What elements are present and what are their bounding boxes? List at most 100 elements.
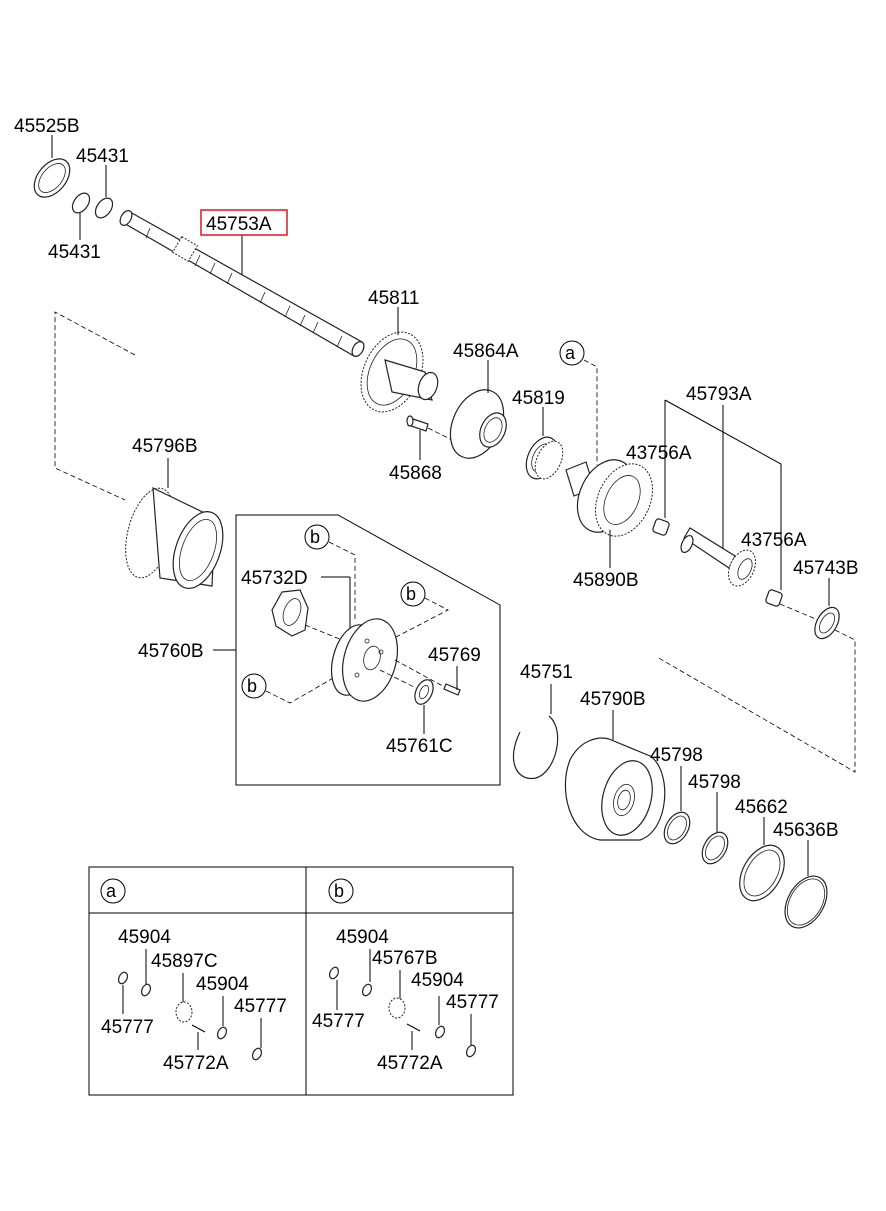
part-label-45732D[interactable]: 45732D bbox=[241, 568, 308, 589]
part-label-45743B[interactable]: 45743B bbox=[793, 558, 859, 579]
part-label-45811[interactable]: 45811 bbox=[368, 288, 419, 309]
part-label-45819[interactable]: 45819 bbox=[512, 388, 565, 409]
part-label-45753A[interactable]: 45753A bbox=[206, 214, 272, 235]
part-seal-ring-45798-b[interactable] bbox=[697, 828, 733, 868]
part-oil-seal-45525B[interactable] bbox=[27, 152, 77, 204]
part-label-45890B[interactable]: 45890B bbox=[573, 570, 639, 591]
assembly-line bbox=[54, 311, 136, 501]
leader-line bbox=[583, 359, 598, 465]
part-seal-ring-45798-a[interactable] bbox=[659, 808, 695, 848]
part-bolt-45868[interactable] bbox=[406, 415, 429, 432]
part-seal-ring-45431-b[interactable] bbox=[92, 195, 116, 221]
part-carrier-plate-45732D[interactable] bbox=[271, 589, 309, 637]
part-label-45662[interactable]: 45662 bbox=[735, 797, 788, 818]
detail-b-label-45904-1[interactable]: 45904 bbox=[336, 927, 389, 948]
detail-b-thrust-washer[interactable] bbox=[328, 966, 340, 980]
detail-a-thrust-washer[interactable] bbox=[251, 1047, 263, 1061]
part-label-45431-upper[interactable]: 45431 bbox=[76, 146, 129, 167]
assembly-line bbox=[427, 427, 453, 441]
detail-b-washer[interactable] bbox=[361, 983, 373, 997]
part-label-43756A-upper[interactable]: 43756A bbox=[626, 443, 692, 464]
detail-ref-label-a: a bbox=[106, 881, 117, 901]
reference-label-b: b bbox=[406, 584, 416, 604]
part-driven-gear-45811[interactable] bbox=[349, 322, 441, 422]
part-label-45636B[interactable]: 45636B bbox=[773, 820, 839, 841]
detail-header-b: b bbox=[328, 878, 354, 904]
part-snap-ring-45751[interactable] bbox=[512, 715, 559, 779]
reference-label-a: a bbox=[565, 343, 576, 363]
reference-callout-b-top[interactable]: b bbox=[304, 524, 330, 550]
detail-a-pinion-gear[interactable] bbox=[175, 1001, 193, 1023]
detail-b-label-45772A[interactable]: 45772A bbox=[377, 1053, 443, 1074]
assembly-line bbox=[304, 624, 343, 641]
assembly-line bbox=[265, 676, 336, 704]
part-label-45790B[interactable]: 45790B bbox=[580, 689, 646, 710]
detail-b-washer[interactable] bbox=[434, 1025, 446, 1039]
part-label-45864A[interactable]: 45864A bbox=[453, 341, 519, 362]
part-ring-gear-45796B[interactable] bbox=[117, 483, 233, 595]
selected-part-callout[interactable]: 45753A bbox=[200, 209, 288, 236]
detail-b-thrust-washer[interactable] bbox=[465, 1044, 477, 1058]
detail-a-thrust-washer[interactable] bbox=[117, 971, 129, 985]
reference-label-b: b bbox=[310, 527, 320, 547]
part-planetary-carrier-45890B[interactable] bbox=[565, 451, 664, 546]
detail-header-a: a bbox=[100, 878, 126, 904]
detail-b-label-45904-2[interactable]: 45904 bbox=[411, 970, 464, 991]
part-label-45796B[interactable]: 45796B bbox=[132, 436, 198, 457]
reference-callout-b-left[interactable]: b bbox=[241, 673, 267, 699]
part-seal-ring-45431-a[interactable] bbox=[69, 190, 93, 216]
detail-b-label-45767B[interactable]: 45767B bbox=[372, 948, 438, 969]
part-label-45525B[interactable]: 45525B bbox=[14, 116, 80, 137]
assembly-line bbox=[395, 597, 449, 638]
part-label-45760B[interactable]: 45760B bbox=[138, 641, 204, 662]
part-thrust-washer-45743B[interactable] bbox=[810, 603, 844, 642]
detail-a-washer[interactable] bbox=[216, 1026, 228, 1040]
part-bushing-43756A-upper[interactable] bbox=[652, 518, 670, 536]
assembly-line bbox=[779, 603, 819, 621]
part-bushing-43756A-lower[interactable] bbox=[765, 589, 783, 607]
detail-a-label-45897C[interactable]: 45897C bbox=[151, 951, 218, 972]
reference-callout-b-right[interactable]: b bbox=[400, 581, 426, 607]
detail-a-label-45777-2[interactable]: 45777 bbox=[234, 996, 287, 1017]
assembly-line bbox=[394, 659, 451, 691]
assembly-line bbox=[328, 541, 356, 620]
part-seal-45636B[interactable] bbox=[776, 869, 835, 935]
detail-panel-a: a 45904 45897C 45904 45777 45777 45772A bbox=[100, 878, 287, 1074]
part-label-45431-lower[interactable]: 45431 bbox=[48, 242, 101, 263]
carrier-assembly-group-box bbox=[235, 514, 501, 786]
detail-a-label-45772A[interactable]: 45772A bbox=[163, 1053, 229, 1074]
detail-a-label-45904-2[interactable]: 45904 bbox=[196, 974, 249, 995]
part-label-45769[interactable]: 45769 bbox=[428, 645, 481, 666]
assembly-line bbox=[656, 629, 856, 773]
detail-b-label-45777-2[interactable]: 45777 bbox=[446, 992, 499, 1013]
detail-a-needle-pin[interactable] bbox=[191, 1024, 206, 1033]
detail-ref-label-b: b bbox=[334, 881, 344, 901]
detail-a-washer[interactable] bbox=[140, 983, 152, 997]
part-label-45761C[interactable]: 45761C bbox=[386, 736, 453, 757]
part-washer-45761C[interactable] bbox=[411, 677, 436, 707]
part-label-45798-a[interactable]: 45798 bbox=[650, 745, 703, 766]
part-carrier-body[interactable] bbox=[324, 613, 406, 708]
detail-a-label-45904-1[interactable]: 45904 bbox=[118, 927, 171, 948]
detail-b-pinion-gear[interactable] bbox=[388, 997, 406, 1019]
detail-b-needle-pin[interactable] bbox=[406, 1023, 421, 1032]
reference-callout-a[interactable]: a bbox=[559, 340, 585, 366]
part-pin-45769[interactable] bbox=[443, 683, 461, 696]
reference-label-b: b bbox=[247, 676, 257, 696]
assembly-line bbox=[379, 669, 417, 689]
part-carrier-hub-45864A[interactable] bbox=[440, 381, 514, 467]
detail-b-label-45777-1[interactable]: 45777 bbox=[312, 1011, 365, 1032]
part-output-shaft-45753A[interactable] bbox=[118, 209, 367, 359]
part-drum-45790B[interactable] bbox=[564, 737, 666, 841]
detail-a-label-45777-1[interactable]: 45777 bbox=[101, 1017, 154, 1038]
part-label-45793A[interactable]: 45793A bbox=[686, 384, 752, 405]
part-label-45798-b[interactable]: 45798 bbox=[688, 772, 741, 793]
part-o-ring-45662[interactable] bbox=[731, 838, 794, 909]
detail-panel-b: b 45904 45767B 45904 45777 45777 45772A bbox=[312, 878, 499, 1074]
part-label-45751[interactable]: 45751 bbox=[520, 662, 573, 683]
part-sun-gear-45793A[interactable] bbox=[679, 527, 761, 590]
part-label-45868[interactable]: 45868 bbox=[389, 463, 442, 484]
part-bearing-45819[interactable] bbox=[520, 432, 568, 484]
part-label-43756A-lower[interactable]: 43756A bbox=[741, 530, 807, 551]
